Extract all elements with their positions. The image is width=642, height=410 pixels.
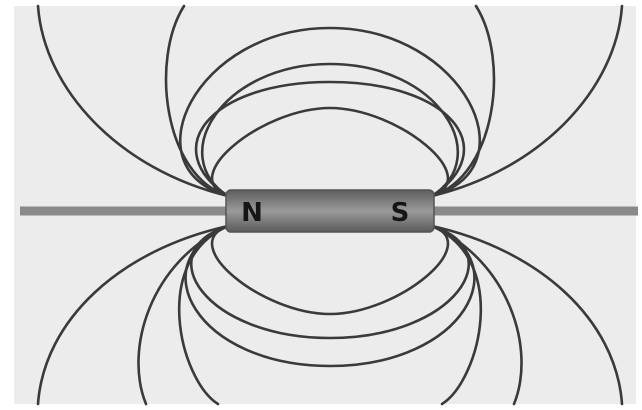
north-pole-label: N — [241, 198, 263, 228]
south-pole-label: S — [391, 198, 410, 228]
